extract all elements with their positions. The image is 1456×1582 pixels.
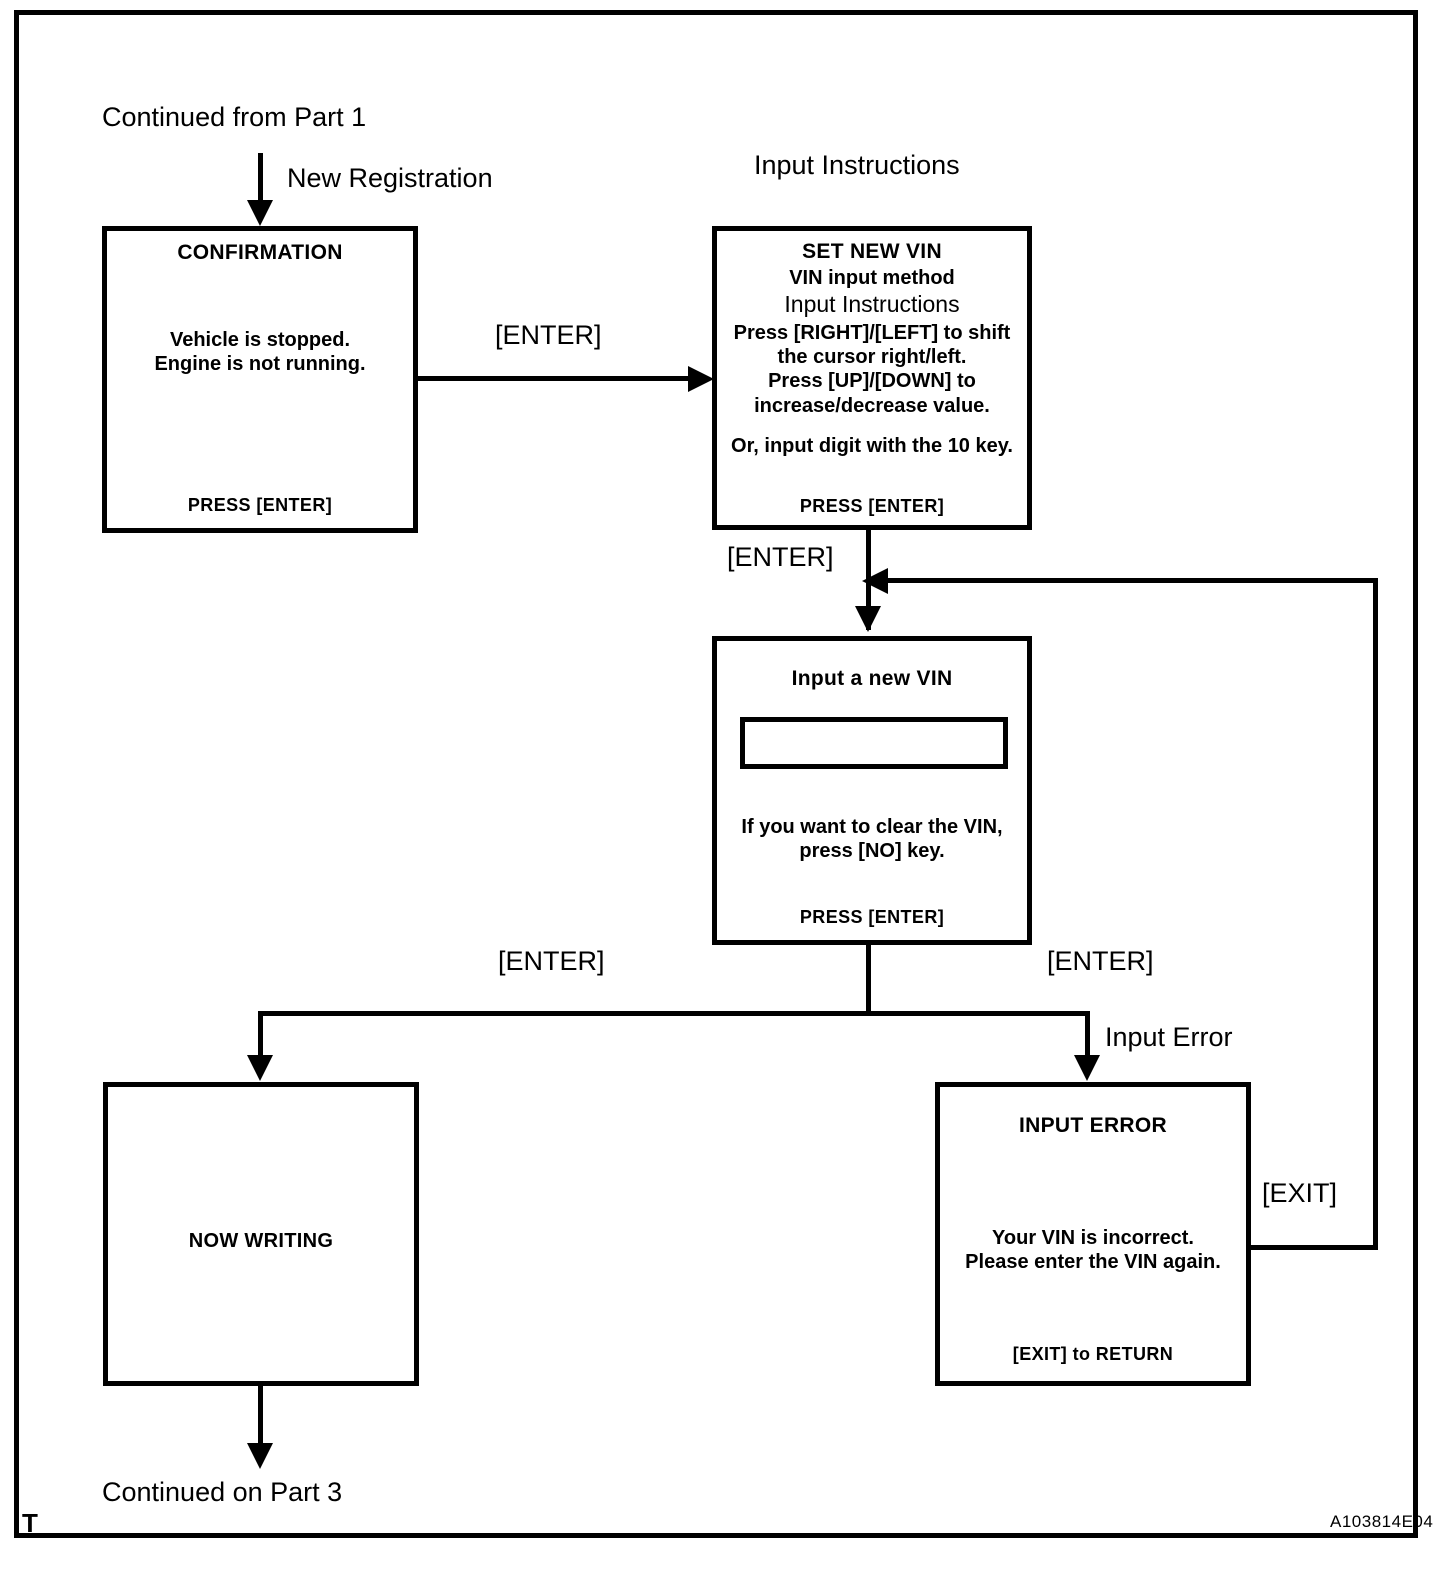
branch-horizontal-line [258,1011,1090,1016]
set-new-vin-footer: PRESS [ENTER] [799,496,945,516]
input-new-vin-line-2: press [NO] key. [799,840,945,863]
input-error-title: INPUT ERROR [1019,1114,1167,1137]
set-new-vin-subtitle: VIN input method [789,267,955,289]
branch-stem-line [866,945,871,1015]
set-new-vin-title: SET NEW VIN [802,240,942,263]
input-error-footer: [EXIT] to RETURN [1012,1344,1174,1364]
figure-code-label: A103814E04 [1330,1512,1434,1531]
now-writing-exit-line [258,1386,263,1453]
setvin-to-inputvin-arrow [855,606,881,632]
document-border [14,10,1418,1538]
set-new-vin-line-5: Or, input digit with the 10 key. [731,435,1013,458]
input-error-branch-label: Input Error [1105,1022,1233,1052]
input-error-line-1: Your VIN is incorrect. [992,1227,1194,1249]
vin-input-field[interactable] [740,717,1008,769]
entry-connector-line [258,153,263,207]
input-error-line-2: Please enter the VIN again. [965,1251,1221,1274]
confirmation-title: CONFIRMATION [177,241,343,264]
branch-right-arrow [1074,1055,1100,1081]
edge-label-exit: [EXIT] [1262,1178,1338,1208]
input-new-vin-line-1: If you want to clear the VIN, [741,816,1003,838]
sheet-corner-mark: T [22,1508,38,1538]
confirmation-to-setvin-arrow [688,366,714,392]
input-new-vin-title: Input a new VIN [791,667,953,690]
now-writing-title: NOW WRITING [188,1230,334,1252]
edge-label-enter-right: [ENTER] [1047,946,1154,976]
set-new-vin-line-4: increase/decrease value. [754,394,990,417]
edge-label-enter-1: [ENTER] [495,320,602,350]
exit-loop-arrow [862,568,888,594]
continued-on-part-3-label: Continued on Part 3 [102,1477,343,1507]
set-new-vin-line-3: Press [UP]/[DOWN] to [768,370,976,393]
continued-from-part-1-label: Continued from Part 1 [102,102,367,132]
input-instructions-caption: Input Instructions [754,150,960,180]
exit-loop-bottom-line [1251,1245,1378,1250]
set-new-vin-screen: SET NEW VIN VIN input method Input Instr… [712,226,1032,530]
branch-left-arrow [247,1055,273,1081]
exit-loop-top-line [885,578,1378,583]
branch-left-drop-line [258,1011,263,1059]
now-writing-exit-arrow [247,1443,273,1469]
confirmation-line-2: Engine is not running. [154,353,366,376]
new-registration-label: New Registration [287,163,493,193]
edge-label-enter-left: [ENTER] [498,946,605,976]
entry-arrow-head [247,200,273,226]
branch-right-drop-line [1085,1011,1090,1059]
confirmation-to-setvin-line [418,376,690,381]
input-error-screen: INPUT ERROR Your VIN is incorrect. Pleas… [935,1082,1251,1386]
edge-label-enter-2: [ENTER] [727,542,834,572]
confirmation-line-1: Vehicle is stopped. [169,329,351,351]
exit-loop-vertical-line [1373,578,1378,1250]
set-new-vin-line-1: Press [RIGHT]/[LEFT] to shift [733,321,1011,344]
input-new-vin-screen: Input a new VIN If you want to clear the… [712,636,1032,945]
confirmation-screen: CONFIRMATION Vehicle is stopped. Engine … [102,226,418,533]
set-new-vin-line-2: the cursor right/left. [777,346,967,369]
set-new-vin-heading: Input Instructions [784,291,960,318]
now-writing-screen: NOW WRITING [103,1082,419,1386]
confirmation-footer: PRESS [ENTER] [187,495,333,515]
input-new-vin-footer: PRESS [ENTER] [799,907,945,927]
